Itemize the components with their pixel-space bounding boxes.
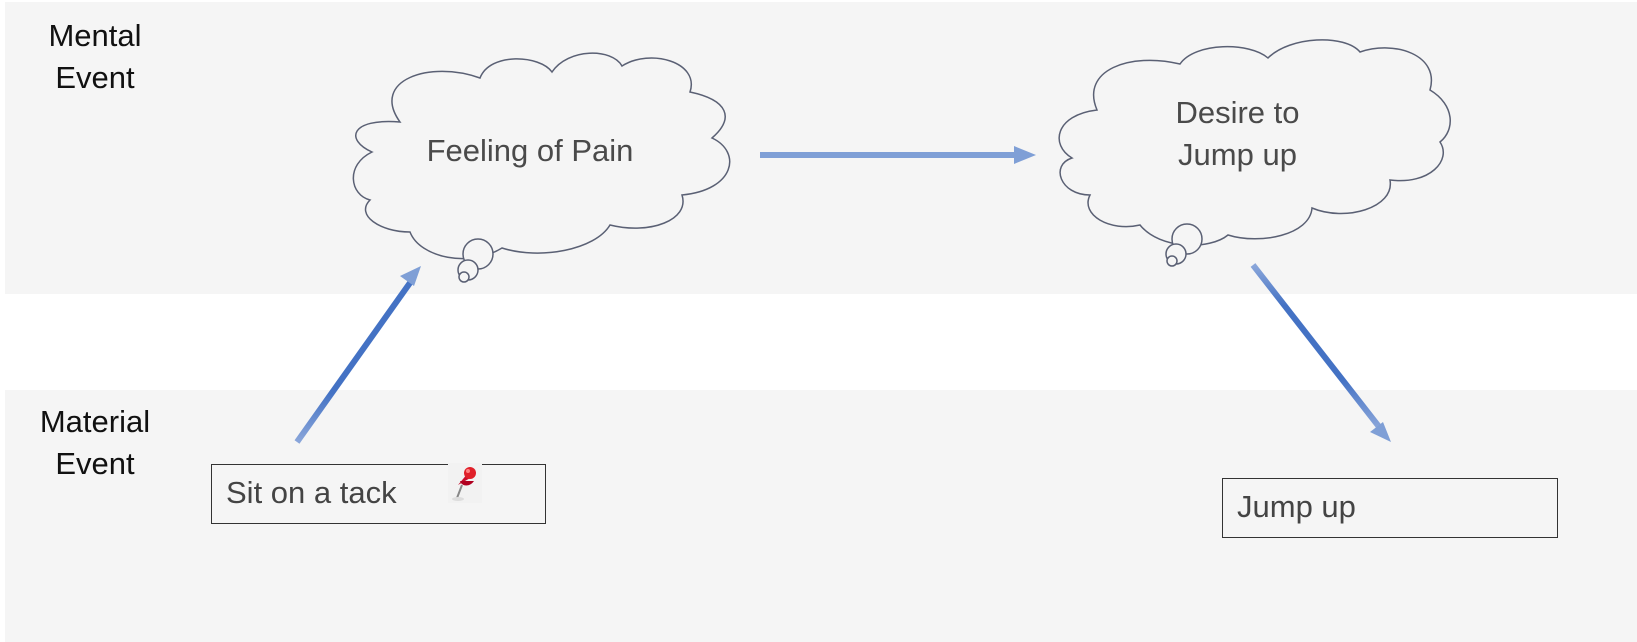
desire-to-jump-text: Desire to Jump up <box>1110 92 1365 176</box>
material-event-label: Material Event <box>10 401 180 485</box>
material-label-line2: Event <box>55 446 135 481</box>
mental-label-line1: Mental <box>48 18 142 53</box>
sit-on-tack-text: Sit on a tack <box>226 475 397 510</box>
desire-to-jump-cloud <box>1058 39 1451 267</box>
arrow-tack-to-pain <box>294 266 421 444</box>
material-label-line1: Material <box>39 404 151 439</box>
desire-text-line2: Jump up <box>1178 137 1297 172</box>
arrow-desire-to-jump <box>1250 263 1391 442</box>
arrow-pain-to-desire <box>760 146 1036 164</box>
pushpin-icon <box>448 463 482 521</box>
feeling-of-pain-cloud <box>352 52 731 283</box>
jump-up-box: Jump up <box>1222 478 1558 538</box>
sit-on-tack-box: Sit on a tack <box>211 463 546 524</box>
mental-label-line2: Event <box>55 60 135 95</box>
desire-text-line1: Desire to <box>1175 95 1300 130</box>
jump-up-text: Jump up <box>1237 489 1356 524</box>
mental-event-label: Mental Event <box>10 15 180 99</box>
feeling-of-pain-text: Feeling of Pain <box>426 133 634 168</box>
